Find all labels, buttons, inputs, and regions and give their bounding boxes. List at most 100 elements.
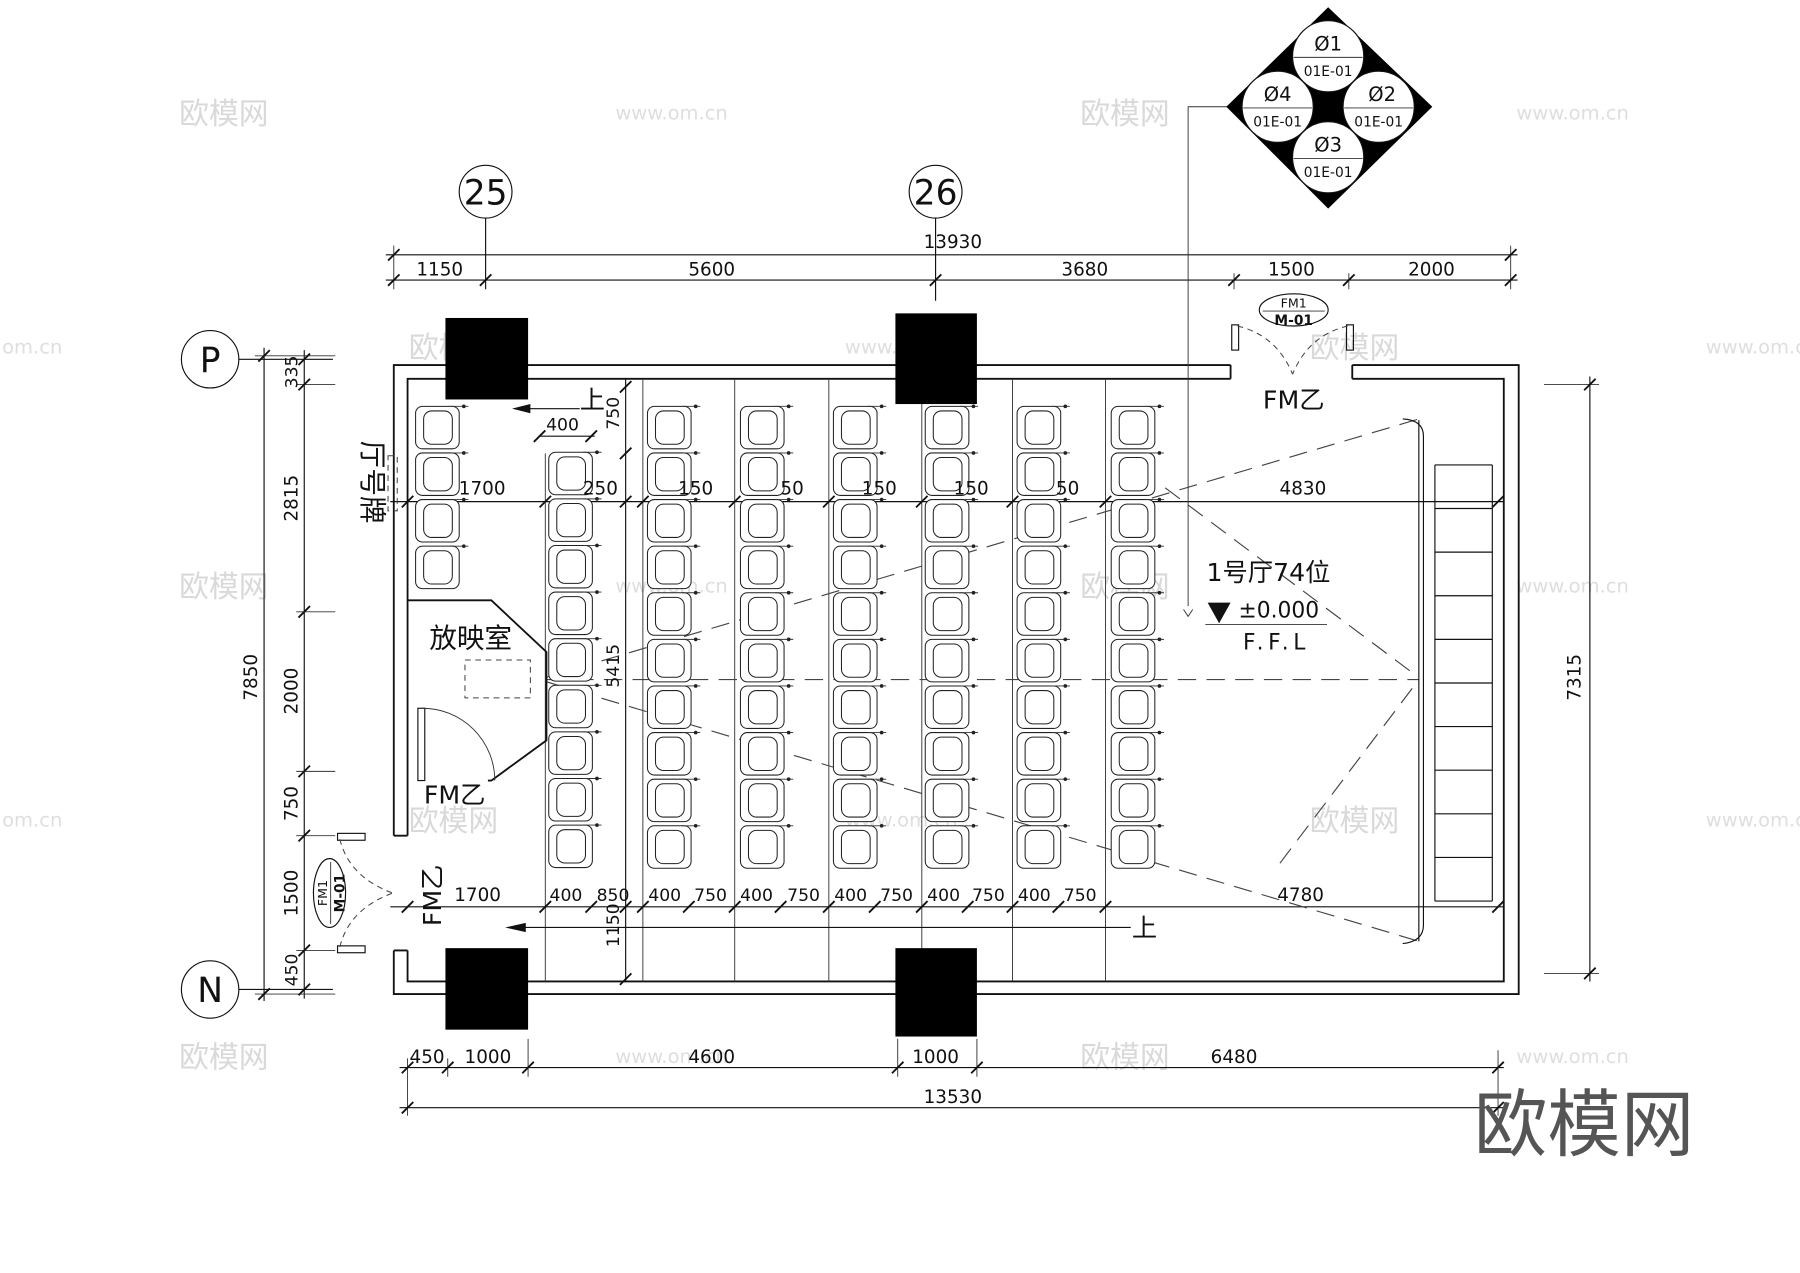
door-fire-rating: FM乙 xyxy=(1263,386,1325,415)
room-label: 放映室 xyxy=(429,622,512,654)
dimension-tick xyxy=(728,495,742,509)
dimension-tick xyxy=(387,273,401,287)
structural-column xyxy=(895,948,977,1037)
grid-axis-label: N xyxy=(197,971,223,1011)
dimension-tick xyxy=(1583,378,1597,391)
seat xyxy=(548,636,602,682)
grid-axis-25: 25 xyxy=(458,164,513,290)
dimension-value: 450 xyxy=(282,954,302,987)
dimension-value: 400 xyxy=(550,886,583,906)
seat xyxy=(548,497,602,542)
watermark-text: 欧模网 xyxy=(409,804,498,839)
dimension-value: 2815 xyxy=(281,475,302,522)
dimension-value: 400 xyxy=(546,415,579,435)
seat xyxy=(548,776,602,822)
watermark-text: www.om.cn xyxy=(1516,101,1628,124)
seat xyxy=(646,730,701,776)
dimension-tick xyxy=(297,983,311,996)
seat xyxy=(1016,637,1070,683)
dimension-tick xyxy=(915,900,929,914)
watermark-text: 欧模网 xyxy=(179,570,268,605)
dimension-value: 5600 xyxy=(688,259,735,280)
watermark-text: om.cn xyxy=(2,808,62,831)
seat xyxy=(832,777,887,823)
watermark-text: 欧模网 xyxy=(179,1041,268,1076)
watermark-text: www.om.cn xyxy=(615,1045,727,1068)
elevation-index-sheet: 01E-01 xyxy=(1354,114,1403,130)
seating-area xyxy=(415,404,1165,869)
door-tag: FM1 M-01 xyxy=(1258,293,1329,329)
seat xyxy=(1016,590,1070,636)
stair-arrow-top: 上 xyxy=(512,386,605,415)
dimension-value: 400 xyxy=(648,886,681,906)
dimension-value: 2000 xyxy=(1408,259,1455,280)
door-tag-number: FM1 xyxy=(315,880,330,906)
seat xyxy=(924,730,979,776)
dimension-tick xyxy=(636,495,650,509)
dimension-tick xyxy=(1227,273,1241,287)
seat xyxy=(739,497,794,543)
watermark-layer: 欧模网 www.om.cn 欧模网 www.om.cn om.cn 欧模网 www.om.c… xyxy=(2,97,1800,1076)
dimension-tick xyxy=(257,987,271,1001)
dimension-tick xyxy=(822,900,836,914)
dimension-tick xyxy=(728,900,742,914)
projection-lines xyxy=(546,418,1420,942)
dimension-tick xyxy=(891,1061,905,1074)
stair-up-label: 上 xyxy=(1132,914,1157,943)
door-tag: FM1 M-01 xyxy=(312,858,348,929)
watermark-text: www.om.cn xyxy=(1706,808,1800,831)
dimension-value: 150 xyxy=(862,479,897,500)
dimension-tick xyxy=(297,944,311,957)
dimension-value: 1150 xyxy=(416,259,463,280)
seat xyxy=(1016,544,1070,590)
seat xyxy=(924,544,979,590)
seat xyxy=(739,730,794,776)
door-fire-rating: FM乙 xyxy=(418,865,447,927)
seat xyxy=(1110,544,1165,590)
seat xyxy=(548,590,602,636)
dimension-value: 3680 xyxy=(1061,259,1108,280)
seat xyxy=(739,404,794,450)
dimension-value: 1500 xyxy=(281,870,302,917)
dimension-tick xyxy=(915,495,929,509)
dimension-value: 400 xyxy=(927,886,960,906)
seat xyxy=(1016,404,1070,450)
seat xyxy=(924,497,979,543)
dimension-tick xyxy=(401,1061,414,1074)
seat xyxy=(832,730,887,776)
grid-axis-label: P xyxy=(200,341,221,381)
dimension-tick xyxy=(1099,495,1112,509)
seat xyxy=(832,404,887,450)
seat xyxy=(646,590,701,636)
dimension-value: 335 xyxy=(282,355,302,388)
dimension-tick xyxy=(929,273,942,287)
dimension-tick xyxy=(1006,495,1019,509)
dimension-tick xyxy=(401,1101,414,1115)
grid-axis-label: 26 xyxy=(914,173,958,213)
dimension-value: 50 xyxy=(780,479,803,500)
dimension-value: 750 xyxy=(880,886,913,906)
main-entry-door: FM1 M-01 FM乙 xyxy=(1231,293,1354,415)
elevation-index-sheet: 01E-01 xyxy=(1253,114,1302,130)
dimension-tick xyxy=(401,900,414,914)
seat xyxy=(832,590,887,636)
dimension-tick xyxy=(387,248,401,262)
stage xyxy=(1434,464,1493,902)
watermark-text: 欧模网 xyxy=(1080,97,1169,132)
dimension-value: 400 xyxy=(740,886,773,906)
seat xyxy=(832,544,887,590)
projector xyxy=(464,659,531,699)
dimension-tick xyxy=(636,900,650,914)
door-tag-type: M-01 xyxy=(1274,313,1313,329)
grid-axis-p: P xyxy=(180,330,333,389)
seat xyxy=(1110,404,1165,450)
seat xyxy=(548,543,602,589)
dimension-value: 750 xyxy=(972,886,1005,906)
seat xyxy=(1110,497,1165,543)
elevation-index-number: Ø4 xyxy=(1264,83,1292,106)
dimension-tick xyxy=(1491,900,1505,914)
dimension-tick xyxy=(868,900,882,914)
stair-arrow-bottom: 上 xyxy=(505,914,1157,943)
seat xyxy=(1016,730,1070,776)
